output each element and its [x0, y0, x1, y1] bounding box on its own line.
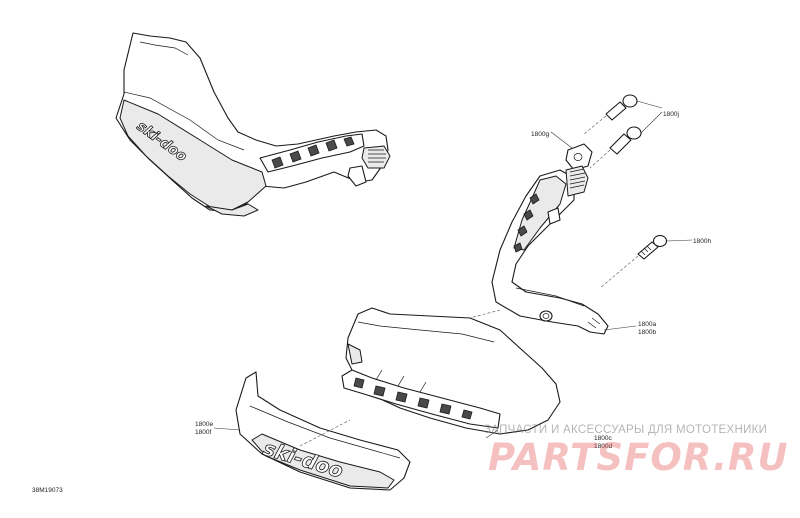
callout-1800d: 1800d: [594, 443, 612, 450]
bolt-upper: [583, 94, 638, 135]
bolt-lower: [589, 126, 642, 169]
callout-1800f: 1800f: [195, 429, 211, 436]
mounting-bracket: [491, 165, 609, 335]
document-code: 38M19073: [32, 487, 63, 494]
callout-1800a: 1800a: [638, 321, 656, 328]
callout-1800j: 1800j: [663, 111, 679, 118]
spacer-block: [565, 143, 593, 171]
assembled-handguard: ski-doo: [115, 32, 391, 217]
screw: [599, 234, 668, 289]
handguard-shell: [341, 307, 561, 435]
callout-1800b: 1800b: [638, 329, 656, 336]
watermark-brand: PARTSFOR.RU: [488, 436, 789, 479]
callout-1800g: 1800g: [531, 131, 549, 138]
lower-lip-deflector: ski-doo: [235, 371, 411, 491]
watermark-tagline: ЗАПЧАСТИ И АКСЕССУАРЫ ДЛЯ МОТОТЕХНИКИ: [484, 424, 768, 436]
callout-1800c: 1800c: [594, 435, 612, 442]
callout-1800e: 1800e: [195, 421, 213, 428]
callout-1800h: 1800h: [693, 238, 711, 245]
